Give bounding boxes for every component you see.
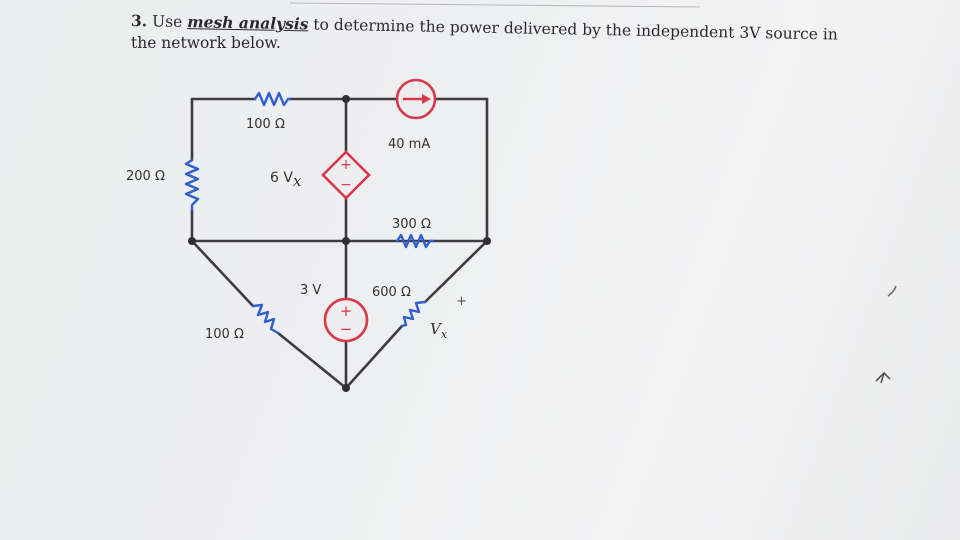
resistor-bottom-right bbox=[400, 300, 427, 328]
resistor-top bbox=[253, 91, 292, 107]
arrow-right-icon bbox=[422, 94, 431, 104]
dependent-voltage-source: + − bbox=[321, 150, 371, 200]
current-source bbox=[395, 78, 437, 120]
vx-plus: + bbox=[456, 294, 467, 309]
pencil-mark-2 bbox=[875, 371, 891, 384]
independent-voltage-source: + − bbox=[323, 297, 369, 343]
wires bbox=[190, 97, 489, 390]
bottom-right-diagonal bbox=[344, 239, 489, 390]
bottom-left-diagonal bbox=[190, 239, 348, 390]
node-center bbox=[342, 237, 350, 245]
dep-source-minus: − bbox=[340, 177, 352, 193]
pencil-mark bbox=[887, 285, 897, 297]
problem-statement-line-2: the network below. bbox=[131, 34, 281, 52]
vx-sub: x bbox=[441, 328, 448, 341]
label-r-top: 100 Ω bbox=[246, 117, 285, 132]
page-rule bbox=[289, 2, 701, 8]
node-top-middle bbox=[342, 95, 350, 103]
dep-coeff: 6 V bbox=[270, 170, 293, 186]
dep-sub: x bbox=[293, 172, 302, 190]
resistor-middle bbox=[395, 233, 435, 249]
source-minus: − bbox=[340, 320, 353, 338]
resistor-bottom-left bbox=[251, 303, 280, 335]
label-r-bottom-left: 100 Ω bbox=[205, 327, 244, 342]
label-r-left: 200 Ω bbox=[126, 169, 165, 184]
dep-source-plus: + bbox=[340, 157, 352, 173]
label-dep-source: 6 Vx bbox=[270, 170, 302, 190]
resistor-left bbox=[184, 158, 200, 212]
label-current-source: 40 mA bbox=[388, 137, 430, 152]
vx-var: V bbox=[430, 320, 443, 338]
label-voltage-source: 3 V bbox=[300, 283, 321, 298]
label-r-bottom-right: 600 Ω bbox=[372, 285, 411, 300]
nodes bbox=[188, 95, 491, 392]
node-left bbox=[188, 237, 196, 245]
node-right bbox=[483, 237, 491, 245]
source-plus: + bbox=[340, 302, 353, 320]
label-vx: Vx bbox=[430, 320, 448, 341]
label-r-mid: 300 Ω bbox=[392, 217, 431, 232]
node-bottom bbox=[342, 384, 350, 392]
